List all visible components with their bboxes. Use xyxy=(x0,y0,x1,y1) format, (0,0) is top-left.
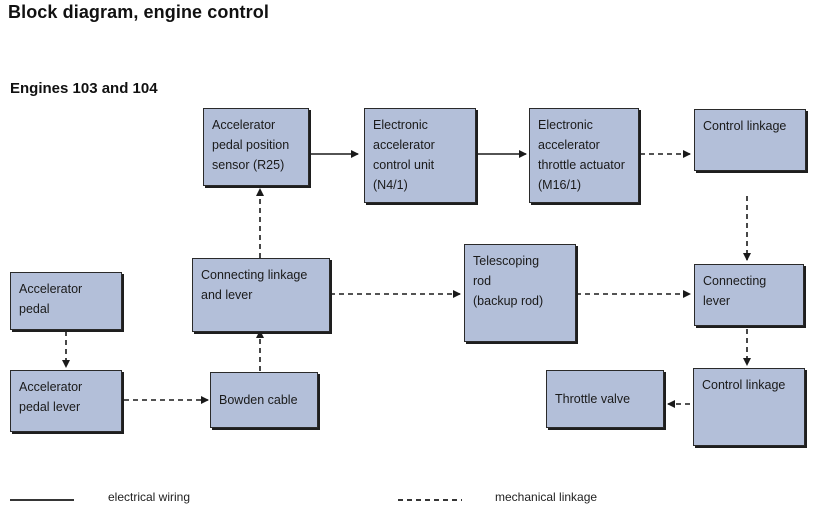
block-label-line: (N4/1) xyxy=(373,178,408,192)
block-label-line: Electronic xyxy=(373,118,428,132)
block-label-line: Control linkage xyxy=(702,378,786,392)
block-label: Control linkage xyxy=(703,116,797,136)
block-control-linkage-top: Control linkage xyxy=(694,109,806,171)
block-accelerator-pedal-position-sensor: Accelerator pedal position sensor (R25) xyxy=(203,108,309,186)
block-label-line: Connecting xyxy=(703,274,767,288)
block-label: Bowden cable xyxy=(219,390,298,410)
diagram-title: Block diagram, engine control xyxy=(8,2,269,22)
block-label: Accelerator pedal position sensor (R25) xyxy=(212,115,300,175)
block-label-line: Telescoping xyxy=(473,254,540,268)
block-label-line: Throttle valve xyxy=(555,392,631,406)
block-label: Accelerator pedal xyxy=(19,279,113,319)
block-label: Electronic accelerator control unit (N4/1) xyxy=(373,115,467,195)
block-connecting-linkage-and-lever: Connecting linkage and lever xyxy=(192,258,330,332)
block-label-line: Bowden cable xyxy=(219,393,298,407)
block-label-line: Accelerator xyxy=(212,118,276,132)
block-connecting-lever: Connecting lever xyxy=(694,264,804,326)
block-label-line: lever xyxy=(703,294,731,308)
block-label-line: (backup rod) xyxy=(473,294,544,308)
block-control-linkage-bottom: Control linkage xyxy=(693,368,805,446)
block-label: Electronic accelerator throttle actuator (M… xyxy=(538,115,630,195)
block-label-line: rod xyxy=(473,274,492,288)
diagram-subtitle: Engines 103 and 104 xyxy=(10,80,158,97)
block-label-line: pedal lever xyxy=(19,400,81,414)
block-label-line: pedal position xyxy=(212,138,290,152)
block-electronic-accelerator-control-unit: Electronic accelerator control unit (N4/1) xyxy=(364,108,476,203)
block-label-line: accelerator xyxy=(538,138,600,152)
block-label: Accelerator pedal lever xyxy=(19,377,113,417)
block-label-line: Control linkage xyxy=(703,119,787,133)
block-label-line: and lever xyxy=(201,288,253,302)
block-label: Connecting linkage and lever xyxy=(201,265,321,305)
block-label: Connecting lever xyxy=(703,271,795,311)
block-label-line: sensor (R25) xyxy=(212,158,285,172)
block-label-line: Accelerator xyxy=(19,282,83,296)
block-label: Telescoping rod (backup rod) xyxy=(473,251,567,311)
block-label-line: (M16/1) xyxy=(538,178,582,192)
block-label: Control linkage xyxy=(702,375,796,395)
block-bowden-cable: Bowden cable xyxy=(210,372,318,428)
block-label-line: Connecting linkage xyxy=(201,268,308,282)
block-label-line: Electronic xyxy=(538,118,593,132)
block-electronic-accelerator-throttle-actuator: Electronic accelerator throttle actuator (M… xyxy=(529,108,639,203)
legend-mechanical-label: mechanical linkage xyxy=(495,490,598,504)
block-accelerator-pedal: Accelerator pedal xyxy=(10,272,122,330)
block-label-line: throttle actuator xyxy=(538,158,625,172)
legend-electrical-label: electrical wiring xyxy=(108,490,191,504)
block-label-line: Accelerator xyxy=(19,380,83,394)
block-accelerator-pedal-lever: Accelerator pedal lever xyxy=(10,370,122,432)
block-label-line: accelerator xyxy=(373,138,435,152)
block-label-line: control unit xyxy=(373,158,435,172)
block-throttle-valve: Throttle valve xyxy=(546,370,664,428)
block-label-line: pedal xyxy=(19,302,50,316)
block-label: Throttle valve xyxy=(555,389,630,409)
block-telescoping-rod: Telescoping rod (backup rod) xyxy=(464,244,576,342)
